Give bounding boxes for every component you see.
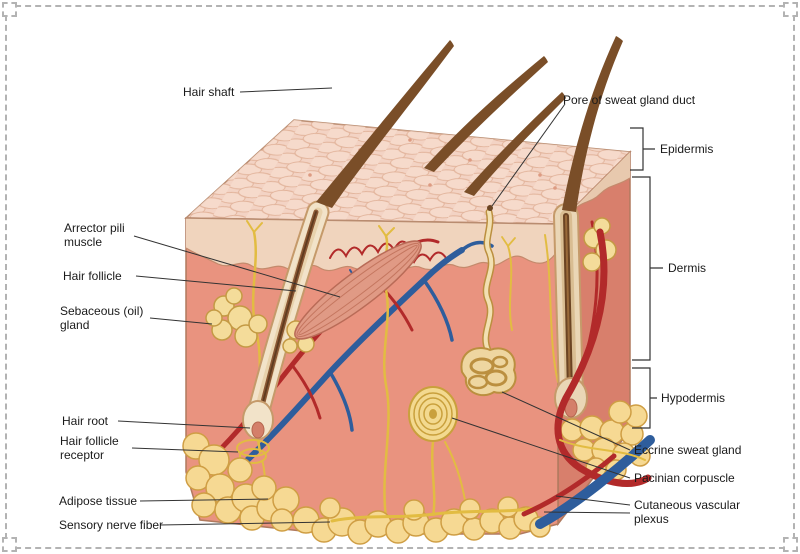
epidermis-cell-texture bbox=[186, 120, 630, 224]
dermis-bracket bbox=[632, 176, 663, 361]
label-hair-shaft: Hair shaft bbox=[183, 85, 235, 99]
hair-bulb bbox=[242, 400, 274, 440]
top-front-edge bbox=[185, 217, 559, 225]
vein bbox=[232, 247, 465, 475]
epidermis-side-band bbox=[558, 152, 630, 250]
label-cutaneous-vascular-plexus: Cutaneous vascular plexus bbox=[634, 498, 741, 526]
hair-follicle-right bbox=[544, 203, 599, 419]
epidermis-front-band bbox=[186, 218, 558, 271]
border-corner-handle bbox=[783, 2, 798, 17]
label-sensory-nerve-fiber: Sensory nerve fiber bbox=[59, 518, 164, 532]
sebaceous-gland bbox=[205, 287, 315, 354]
pacinian-corpuscle bbox=[408, 386, 458, 517]
label-hair-follicle: Hair follicle bbox=[63, 269, 122, 283]
label-hypodermis: Hypodermis bbox=[661, 391, 726, 405]
dermal-papilla bbox=[251, 421, 265, 439]
leader-lines bbox=[117, 87, 663, 526]
label-pore-of-sweat-gland-duct: Pore of sweat gland duct bbox=[563, 93, 696, 107]
label-dermis: Dermis bbox=[668, 261, 706, 275]
border-corner-handle bbox=[2, 2, 17, 17]
label-sebaceous-gland: Sebaceous (oil) gland bbox=[60, 304, 144, 332]
sensory-nerve-fiber bbox=[330, 505, 544, 523]
label-adipose-tissue: Adipose tissue bbox=[59, 494, 138, 508]
border-corner-handle bbox=[783, 537, 798, 552]
label-hair-follicle-receptor: Hair follicle receptor bbox=[60, 434, 119, 462]
label-arrector-pili-muscle: Arrector pili muscle bbox=[64, 221, 125, 249]
hair-follicle-left bbox=[242, 200, 330, 440]
label-pacinian-corpuscle: Pacinian corpuscle bbox=[634, 471, 735, 485]
label-epidermis: Epidermis bbox=[660, 142, 714, 156]
label-hair-root: Hair root bbox=[62, 414, 109, 428]
border-corner-handle bbox=[2, 537, 17, 552]
arrector-pili-muscle bbox=[294, 240, 422, 340]
cutaneous-vascular-plexus bbox=[521, 228, 655, 529]
epidermis-bracket bbox=[630, 127, 655, 171]
hypodermis-bracket bbox=[632, 367, 657, 429]
label-eccrine-sweat-gland: Eccrine sweat gland bbox=[634, 443, 742, 457]
hair-shafts bbox=[316, 36, 623, 212]
sweat-pore bbox=[487, 205, 493, 211]
eccrine-sweat-gland bbox=[460, 205, 517, 397]
